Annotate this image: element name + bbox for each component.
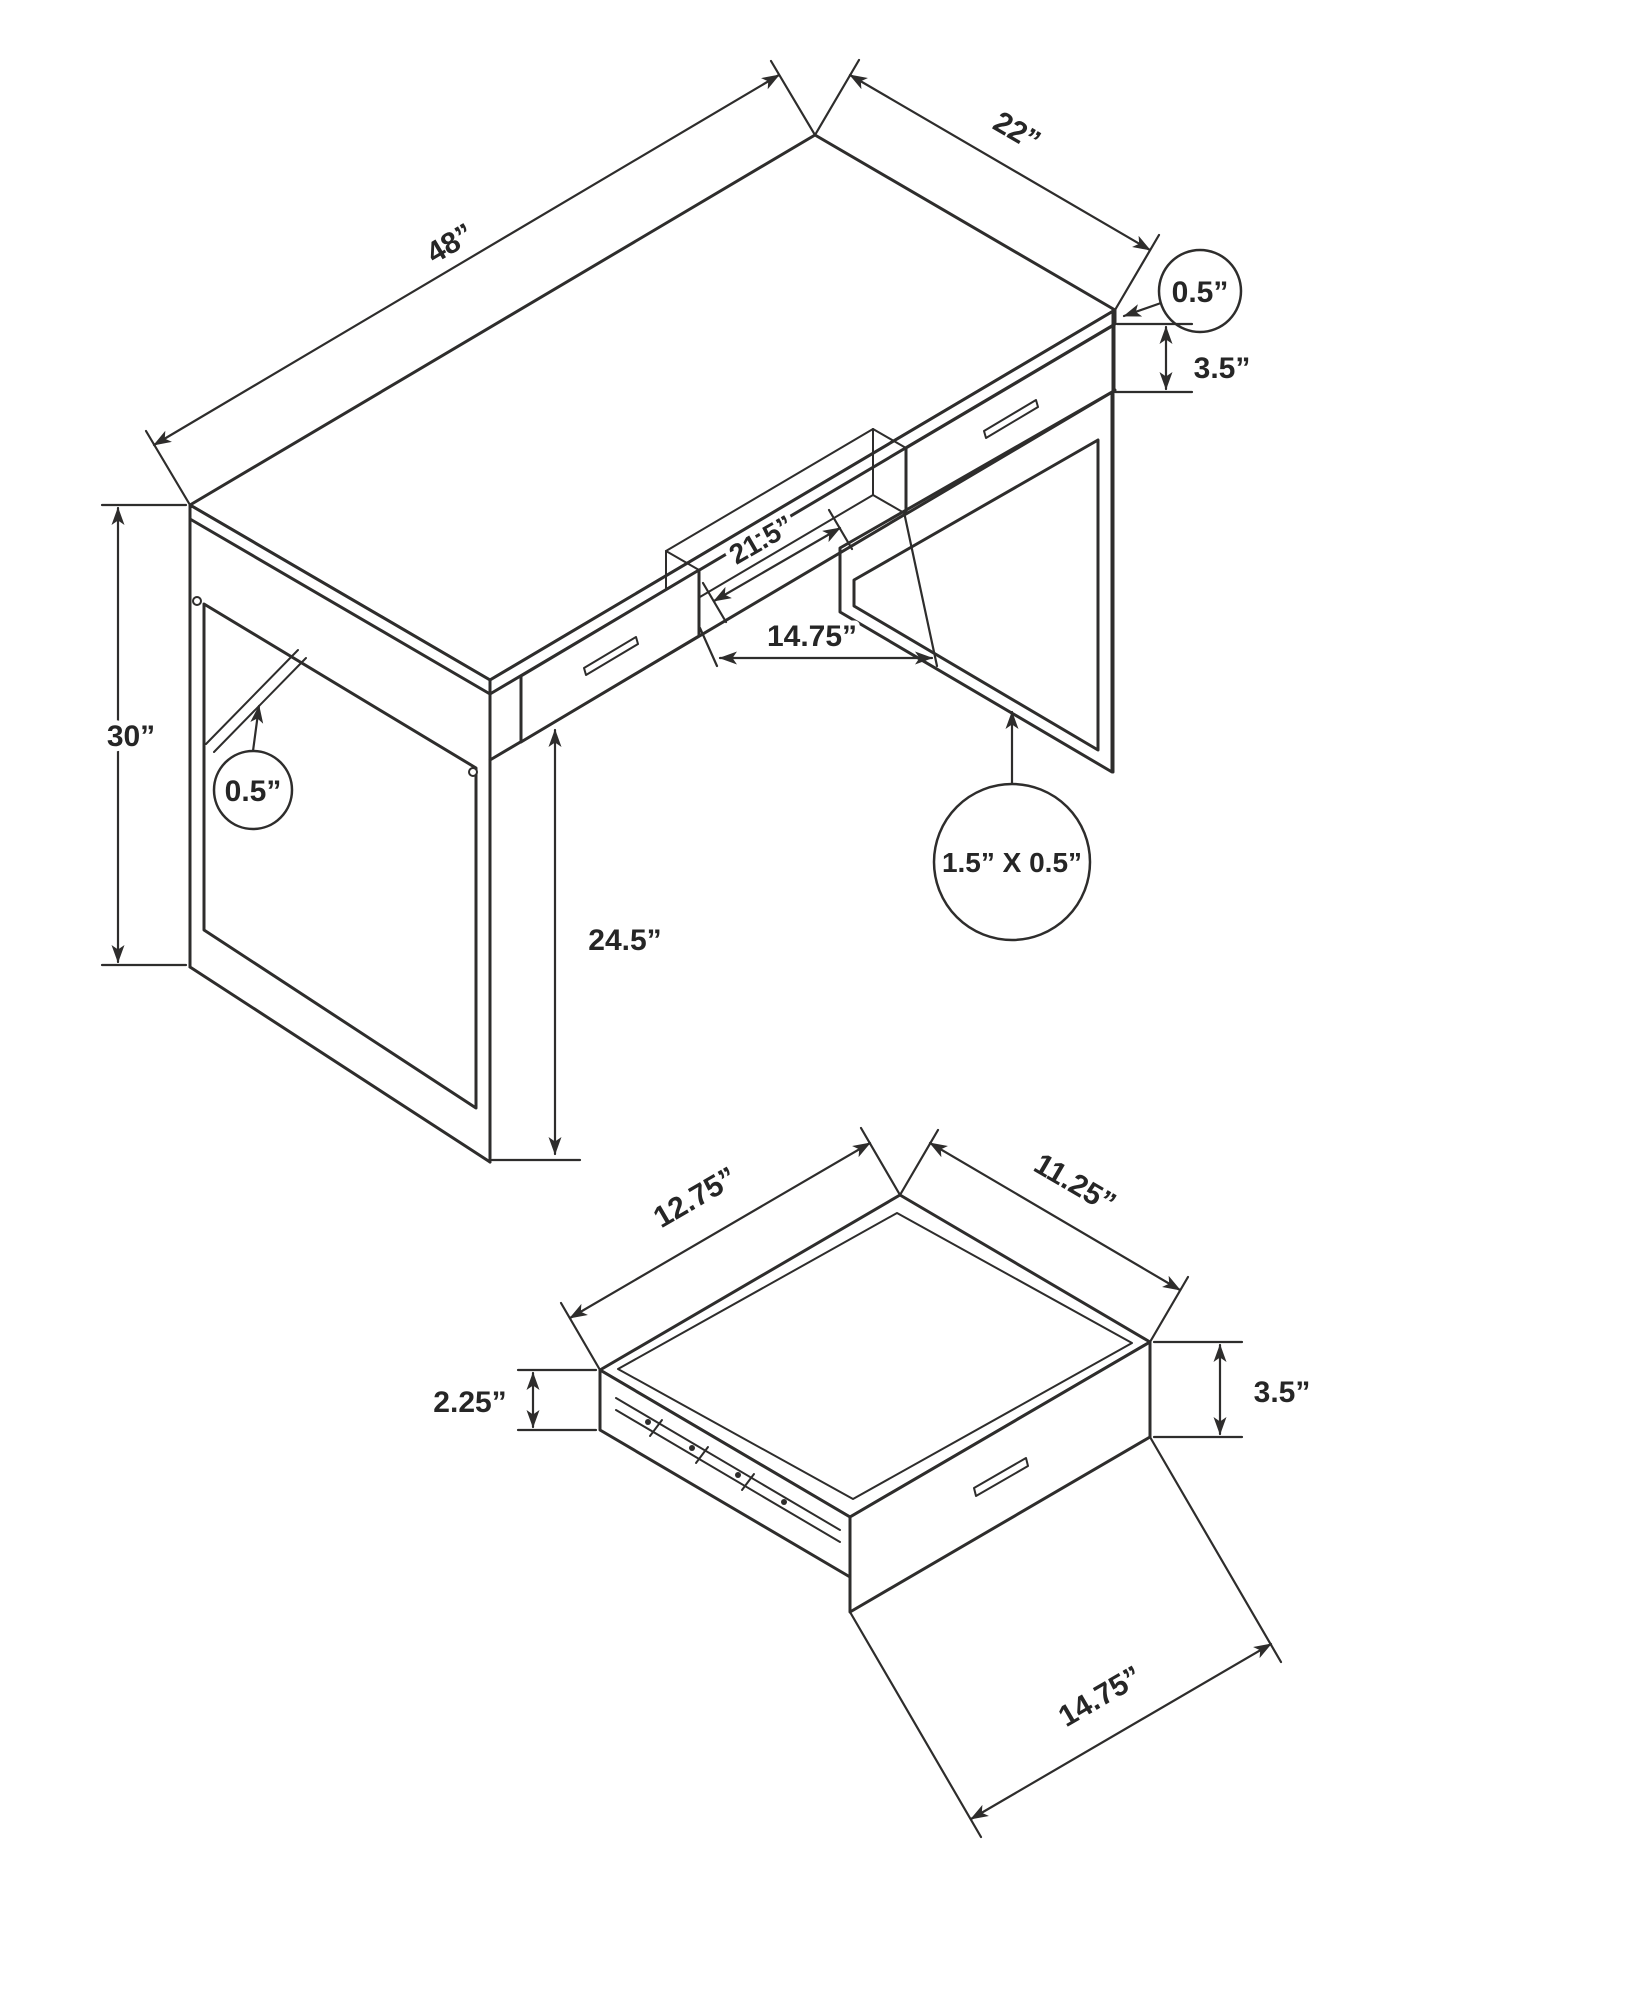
dim-opening-width: 14.75” — [698, 510, 939, 668]
left-drawer-handle — [583, 636, 639, 676]
extension-line — [698, 626, 719, 668]
extension-line — [859, 1126, 902, 1197]
extension-line — [813, 58, 861, 137]
left-frame-bottom-edge — [188, 965, 492, 1164]
screw-hole-icon — [192, 596, 202, 606]
rail-rivet-icon — [781, 1499, 787, 1505]
compartment-floor-right-edge — [872, 494, 907, 515]
rail-rivet-icon — [735, 1472, 741, 1478]
dimension-arrow — [568, 1141, 872, 1320]
leg-clearance-label: 24.5” — [588, 924, 661, 957]
dim-drawer-front-height: 3.5” — [1113, 322, 1255, 394]
rail-tick — [649, 1419, 663, 1437]
drawer-depth-label: 12.75” — [648, 1161, 742, 1235]
overall-height-label: 30” — [107, 720, 155, 753]
compartment-top-right-depth-edge — [872, 428, 907, 449]
right-frame-inner-window — [852, 438, 1100, 752]
drawer-side-height-label: 2.25” — [433, 1386, 506, 1419]
extension-line — [1113, 233, 1161, 312]
dim-drawer-side-height: 2.25” — [428, 1368, 598, 1432]
callout-circle — [932, 782, 1092, 942]
extension-line — [769, 59, 817, 137]
dimension-arrow — [848, 73, 1152, 252]
extension-line — [701, 581, 728, 624]
dim-leg-clearance: 24.5” — [490, 728, 667, 1162]
dimension-arrow — [712, 526, 842, 603]
desk-width-label: 48” — [421, 217, 479, 270]
rail-edge — [615, 1397, 841, 1531]
desk-depth-label: 22” — [988, 105, 1046, 158]
callout-circle — [1157, 248, 1243, 334]
compartment-top-left-depth-edge — [665, 550, 700, 571]
extension-line — [898, 1128, 940, 1197]
dimension-arrow — [928, 1141, 1182, 1292]
dim-frame-thickness: 0.5” — [212, 704, 294, 831]
right-drawer-handle — [983, 399, 1039, 439]
dim-leg-profile: 1.5” X 0.5” — [932, 710, 1092, 942]
screw-hole-icon — [468, 767, 478, 777]
drawer-detail-view: 12.75” 11.25” 2.25” 3.5” 14. — [428, 1126, 1315, 1839]
left-leg-frame — [188, 503, 492, 1164]
extension-line — [144, 429, 192, 507]
top-thickness-label: 0.5” — [1172, 276, 1229, 309]
extension-line — [1148, 1435, 1283, 1664]
dim-top-thickness: 0.5” — [1122, 248, 1243, 334]
frame-thickness-label: 0.5” — [225, 775, 282, 808]
leader-line — [250, 704, 264, 753]
dim-drawer-front-height: 3.5” — [1152, 1340, 1315, 1439]
extension-line — [848, 1610, 983, 1839]
rail-rivet-icon — [645, 1419, 651, 1425]
extension-line — [902, 510, 939, 668]
dimension-arrow — [152, 73, 781, 447]
drawer-slide-rail — [615, 1397, 841, 1543]
drawer-front-height-label: 3.5” — [1254, 1376, 1311, 1409]
leader-line — [1122, 301, 1163, 318]
leg-profile-label: 1.5” X 0.5” — [942, 847, 1082, 878]
compartment-back-top-edge — [665, 428, 874, 552]
drawer-front-width-label: 14.75” — [1053, 1660, 1147, 1734]
extension-line — [1148, 1275, 1190, 1344]
left-frame-brace-edge-2 — [213, 657, 307, 753]
left-frame-brace-edge-1 — [205, 649, 299, 745]
opening-width-label: 14.75” — [767, 620, 857, 653]
rail-rivet-icon — [689, 1445, 695, 1451]
rail-tick — [741, 1473, 755, 1491]
rail-tick — [695, 1446, 709, 1464]
desk-isometric-view: 48” 22” 0.5” 3.5” 30” — [100, 58, 1255, 1164]
extension-line — [559, 1301, 602, 1372]
drawer-handle — [973, 1457, 1029, 1497]
dimension-arrow — [969, 1642, 1273, 1821]
left-frame-inner-window — [202, 602, 478, 1110]
drawer-front-height-label: 3.5” — [1194, 352, 1251, 385]
dim-overall-height: 30” — [100, 503, 188, 967]
left-drawer-front — [519, 568, 701, 744]
callout-circle — [212, 749, 294, 831]
extension-line — [827, 508, 854, 551]
